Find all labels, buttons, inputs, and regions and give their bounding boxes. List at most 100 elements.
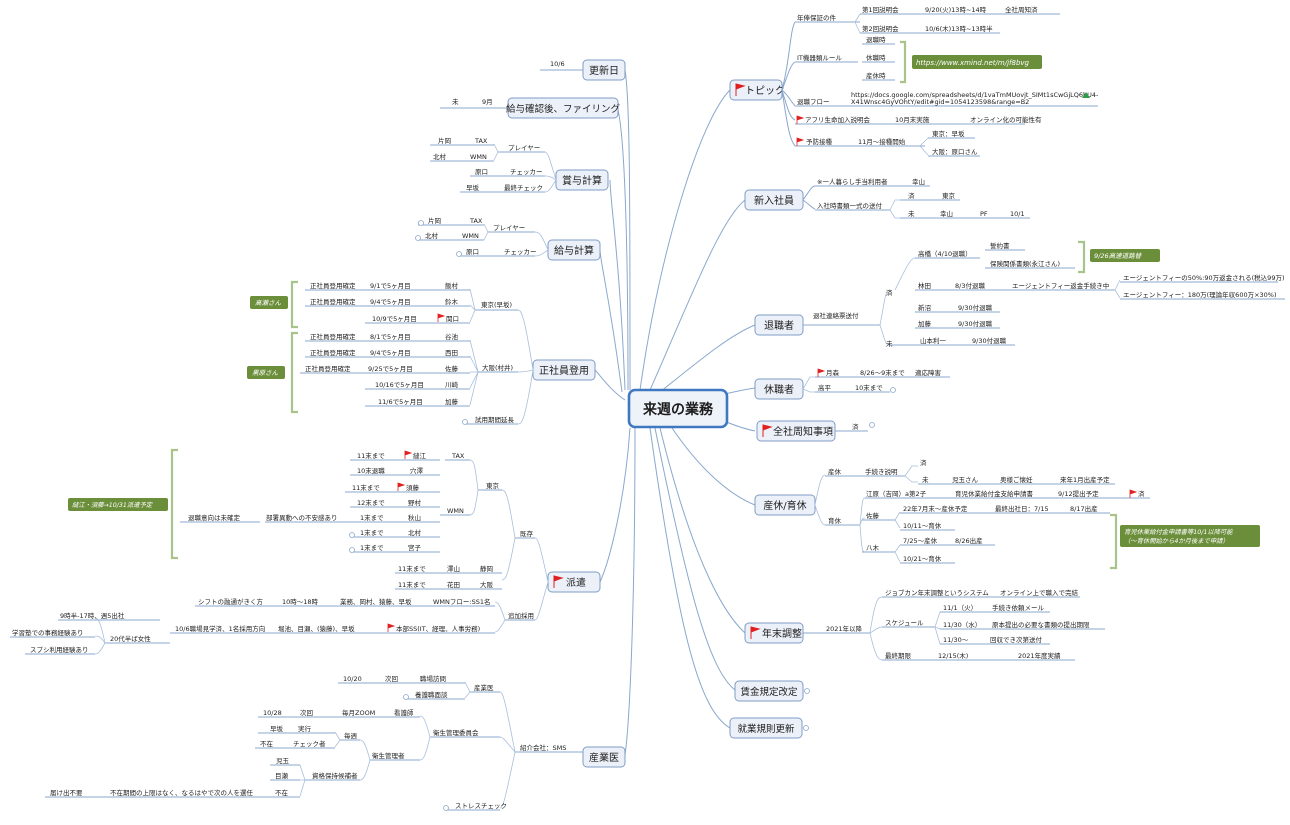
svg-text:賞与計算: 賞与計算 [562, 174, 602, 187]
svg-text:来年1月出産予定: 来年1月出産予定 [1060, 475, 1110, 484]
svg-text:片岡: 片岡 [428, 216, 441, 225]
center-node[interactable]: 来週の業務 [627, 388, 729, 429]
svg-text:谷池: 谷池 [445, 332, 459, 341]
svg-text:退職時: 退職時 [866, 35, 886, 44]
svg-text:チェッカー: チェッカー [510, 168, 543, 176]
svg-text:西田: 西田 [445, 349, 458, 357]
branch-bonus[interactable]: 賞与計算 [555, 169, 609, 191]
svg-text:須藤: 須藤 [406, 483, 420, 492]
branch-filing[interactable]: 給与確認後、ファイリング [506, 97, 621, 119]
it-rule-link: https://www.xmind.net/m/jf8bvg [916, 59, 1030, 67]
svg-text:業務、岡村、猿藤、早坂: 業務、岡村、猿藤、早坂 [340, 597, 412, 606]
svg-text:既存: 既存 [520, 529, 534, 538]
svg-text:22年7月末〜産休予定: 22年7月末〜産休予定 [903, 504, 968, 513]
svg-text:部署異動への不安感あり: 部署異動への不安感あり [266, 513, 338, 522]
svg-text:WMN: WMN [462, 232, 479, 240]
svg-text:宮子: 宮子 [408, 543, 422, 552]
svg-text:ジョブカン年末調整というシステム: ジョブカン年末調整というシステム [885, 588, 989, 597]
branch-new-employee[interactable]: 新入社員 [744, 189, 804, 211]
branch-wage-rules[interactable]: 賃金規定改定 [734, 680, 810, 702]
svg-text:加藤: 加藤 [445, 397, 459, 406]
branch-childcare[interactable]: 産休/育休 [754, 494, 816, 516]
svg-text:目瀬: 目瀬 [275, 771, 289, 780]
svg-text:次回: 次回 [300, 708, 313, 717]
exit-flow-url-1: https://docs.google.com/spreadsheets/d/1… [851, 91, 1099, 99]
branch-update-date[interactable]: 更新日 [582, 59, 626, 81]
svg-text:縫江・須藤→10/31派遣予定: 縫江・須藤→10/31派遣予定 [72, 501, 153, 509]
svg-text:鈴木: 鈴木 [445, 297, 459, 306]
year-end-children: 2021年以降 ジョブカン年末調整というシステム オンライン上で職入で完結 スケ… [803, 588, 1105, 661]
svg-text:関口: 関口 [446, 315, 459, 323]
center-title: 来週の業務 [642, 401, 714, 418]
svg-text:未: 未 [908, 209, 915, 218]
svg-text:月森: 月森 [826, 368, 840, 377]
svg-text:手続き依頼メール: 手続き依頼メール [992, 603, 1045, 612]
svg-text:産業医: 産業医 [474, 683, 494, 692]
svg-text:11末まで: 11末まで [357, 451, 385, 460]
svg-text:適応障害: 適応障害 [915, 368, 942, 377]
svg-text:最終チェック: 最終チェック [504, 183, 543, 192]
branch-payroll[interactable]: 給与計算 [547, 239, 601, 261]
branch-year-end[interactable]: 年末調整 [744, 622, 804, 644]
svg-text:正社員登用確定: 正社員登用確定 [310, 332, 356, 341]
branch-topic[interactable]: トピック [729, 79, 785, 101]
svg-text:9/30付退職: 9/30付退職 [958, 319, 993, 328]
svg-text:8/3付退職: 8/3付退職 [955, 281, 985, 290]
branch-doctor[interactable]: 産業医 [582, 746, 626, 768]
svg-text:学習塾での事務経験あり: 学習塾での事務経験あり [12, 628, 84, 637]
svg-text:休職時: 休職時 [866, 53, 886, 62]
svg-text:（〜育休開始から4か月後まで申請）: （〜育休開始から4か月後まで申請） [1124, 537, 1229, 545]
svg-text:澤山: 澤山 [447, 564, 460, 573]
svg-text:10時〜18時: 10時〜18時 [282, 598, 319, 606]
svg-text:佐藤: 佐藤 [445, 364, 459, 373]
svg-text:花田: 花田 [447, 580, 460, 589]
svg-text:年末調整: 年末調整 [762, 627, 802, 640]
svg-text:TAX: TAX [469, 217, 483, 225]
svg-text:産休: 産休 [828, 467, 842, 476]
svg-text:10/20: 10/20 [343, 675, 362, 683]
svg-text:更新日: 更新日 [589, 64, 619, 77]
svg-text:WMN: WMN [470, 153, 487, 161]
topic-label: トピック [745, 85, 785, 97]
svg-text:産業医: 産業医 [589, 751, 619, 764]
svg-text:10/11〜育休: 10/11〜育休 [903, 521, 942, 530]
svg-text:実行: 実行 [298, 724, 312, 733]
retiree-children: 退社連絡票送付 済 未 高橋（4/10退職） 誓約書 保険関係書類(永江さん) … [803, 240, 1285, 348]
svg-text:大阪: 大阪 [480, 580, 494, 589]
branch-hiring[interactable]: 正社員登用 [532, 359, 596, 381]
svg-text:秋山: 秋山 [408, 513, 421, 522]
svg-text:8/26出産: 8/26出産 [955, 536, 983, 545]
svg-text:最終出社日：7/15: 最終出社日：7/15 [995, 504, 1049, 513]
svg-text:9/26高速道路替: 9/26高速道路替 [1094, 252, 1143, 260]
branch-dispatch[interactable]: 派遣 [547, 571, 601, 593]
svg-text:正社員登用確定: 正社員登用確定 [310, 348, 356, 357]
svg-text:全社周知済: 全社周知済 [1005, 5, 1038, 14]
svg-text:奥様ご懐妊: 奥様ご懐妊 [1000, 475, 1033, 484]
svg-text:未: 未 [886, 339, 893, 348]
svg-text:チェッカー: チェッカー [504, 248, 537, 256]
svg-text:正社員登用: 正社員登用 [539, 364, 589, 377]
svg-text:10月末実施: 10月末実施 [895, 115, 930, 124]
branch-notice[interactable]: 全社周知事項 [756, 420, 836, 442]
svg-text:アフリ生命加入説明会: アフリ生命加入説明会 [805, 115, 871, 124]
svg-text:プレイヤー: プレイヤー [493, 224, 525, 232]
svg-text:北村: 北村 [408, 528, 422, 537]
svg-text:幸山: 幸山 [940, 209, 953, 218]
svg-text:東京: 東京 [486, 481, 500, 490]
svg-text:※一人暮らし手当利用者: ※一人暮らし手当利用者 [817, 177, 888, 186]
svg-text:10/6職場見学済、1名採用方向: 10/6職場見学済、1名採用方向 [175, 624, 265, 633]
exit-flow-url-2: X41Wnsc4GyVOhtY/edit#gid=1054123598&rang… [851, 98, 1029, 106]
branch-work-rules[interactable]: 就業規則更新 [729, 717, 809, 739]
svg-text:静岡: 静岡 [480, 564, 493, 573]
svg-text:北村: 北村 [425, 231, 439, 240]
svg-text:正社員登用確定: 正社員登用確定 [310, 297, 356, 306]
svg-text:派遣: 派遣 [566, 576, 586, 589]
new-employee-children: ※一人暮らし手当利用者 幸山 入社時書類一式の送付 済 東京 未 幸山 PF 1… [802, 177, 1030, 219]
svg-text:賃金規定改定: 賃金規定改定 [740, 686, 798, 698]
branch-retiree[interactable]: 退職者 [754, 314, 804, 336]
branch-leave[interactable]: 休職者 [754, 378, 804, 400]
svg-text:済: 済 [920, 458, 927, 467]
svg-text:紹介会社：SMS: 紹介会社：SMS [520, 743, 566, 752]
svg-text:PF: PF [980, 210, 988, 218]
svg-text:次回: 次回 [385, 674, 398, 683]
